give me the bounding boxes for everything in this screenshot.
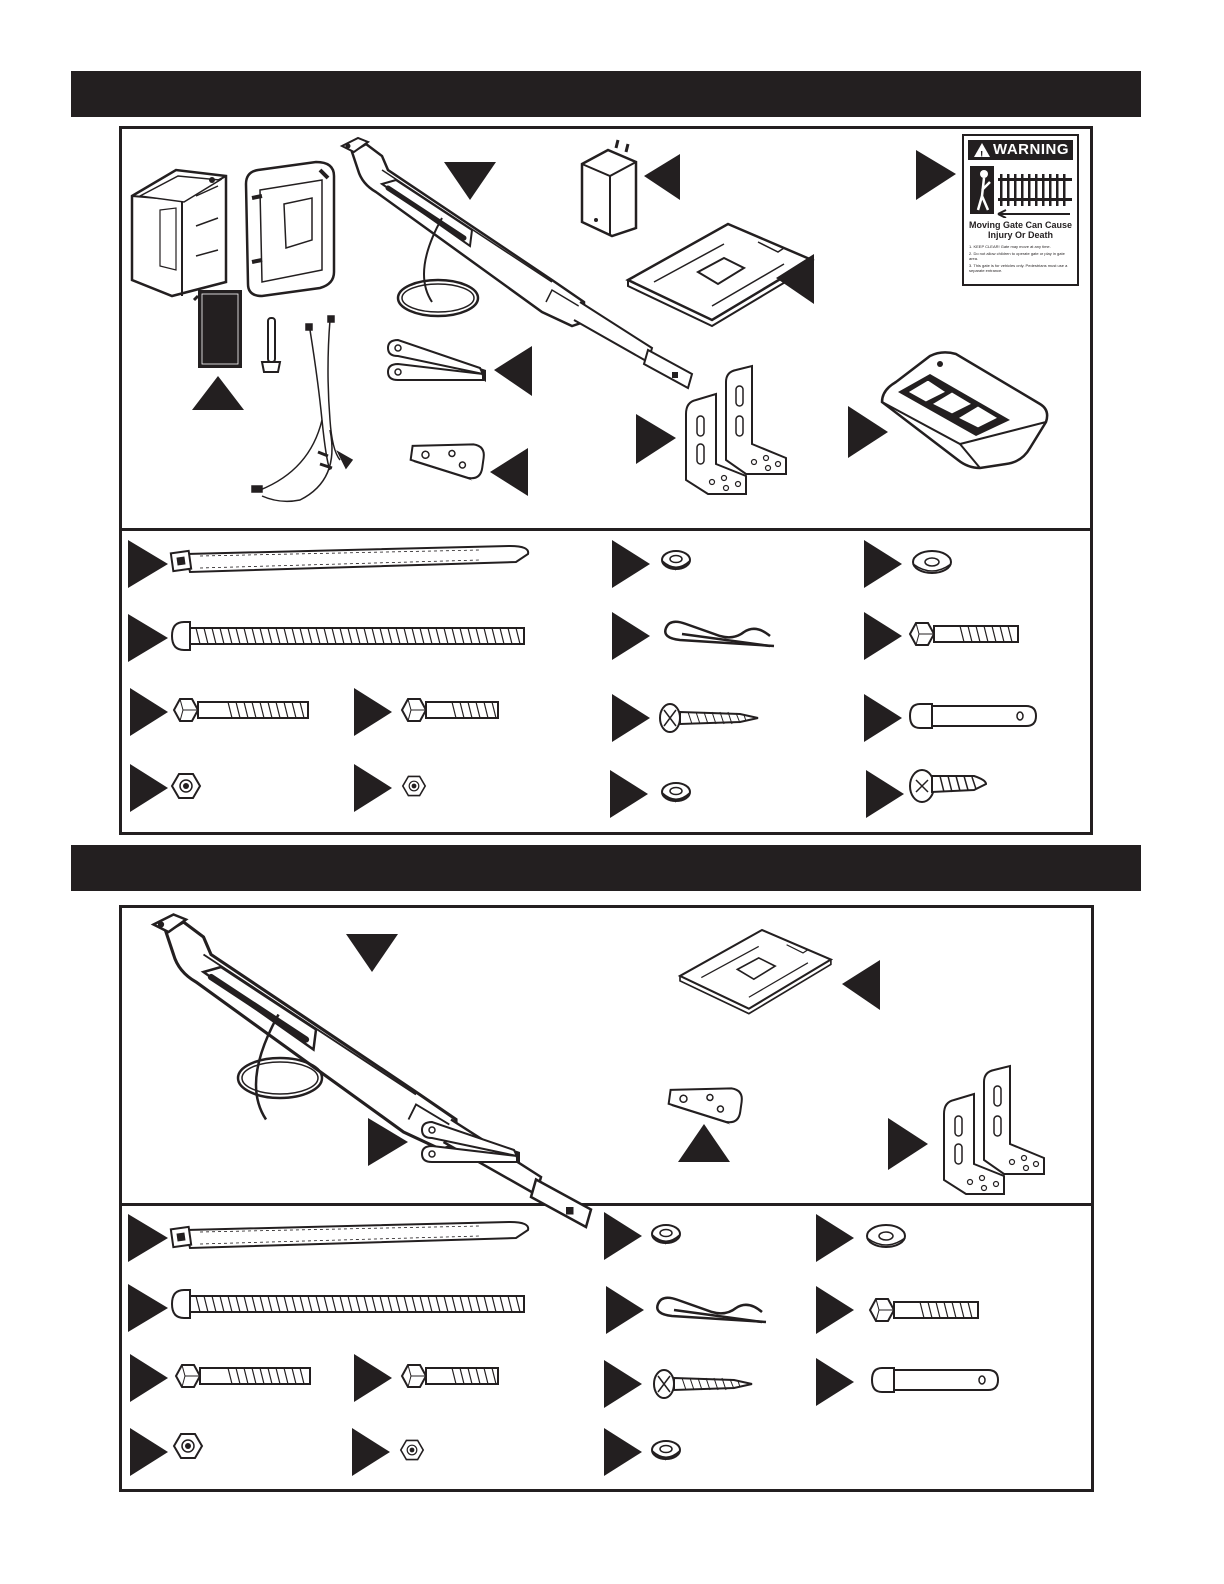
hex-bolt-icon <box>402 699 498 721</box>
lock-washer-icon <box>662 783 690 802</box>
warning-list: 1. KEEP CLEAR! Gate may move at any time… <box>969 244 1074 275</box>
warning-heading-text: WARNING <box>993 141 1069 158</box>
hex-bolt-icon <box>910 623 1018 645</box>
hex-bolt-icon <box>176 1365 310 1387</box>
antenna-icon <box>262 318 280 372</box>
warning-item: 2. Do not allow children to operate gate… <box>969 251 1074 261</box>
lock-washer-icon <box>662 551 690 570</box>
warning-subtitle: Moving Gate Can Cause Injury Or Death <box>966 220 1075 240</box>
hex-nut-icon <box>174 1434 202 1458</box>
callout-arrow-icon <box>128 1212 854 1476</box>
hex-nut-icon <box>401 1440 423 1459</box>
operator-cable-coil-icon <box>238 1058 322 1098</box>
hex-bolt-icon <box>402 1365 498 1387</box>
clevis-bracket-icon <box>388 340 486 382</box>
mounting-plate-icon <box>680 930 831 1014</box>
power-supply-icon <box>582 140 636 236</box>
flat-washer-icon <box>867 1225 905 1247</box>
hitch-pin-icon <box>665 622 774 646</box>
lock-washer-icon <box>652 1225 680 1244</box>
wood-screw-icon <box>660 704 758 732</box>
warning-heading: ! WARNING <box>968 140 1073 160</box>
moving-gate-pictogram-icon <box>970 166 1075 218</box>
operator-cable-coil-icon <box>398 280 478 316</box>
remote-control-icon <box>882 352 1047 468</box>
warning-item: 3. This gate is for vehicles only. Pedes… <box>969 263 1074 273</box>
battery-icon <box>194 290 242 368</box>
clevis-pin-icon <box>910 704 1036 728</box>
hex-bolt-icon <box>174 699 308 721</box>
control-box-cover-icon <box>246 162 334 296</box>
clevis-pin-icon <box>872 1368 998 1392</box>
wood-screw-icon <box>654 1370 752 1398</box>
warning-sign-icon: ! WARNING Moving Gate Can Cause Injury O… <box>962 134 1079 286</box>
carriage-bolt-icon <box>172 622 524 650</box>
callout-arrow-icon <box>128 540 904 818</box>
flat-washer-icon <box>913 551 951 573</box>
warning-item: 1. KEEP CLEAR! Gate may move at any time… <box>969 244 1074 249</box>
gate-bracket-icon <box>667 1080 743 1126</box>
hex-bolt-icon <box>870 1299 978 1321</box>
carriage-bolt-icon <box>172 1290 524 1318</box>
l-bracket-icon <box>944 1066 1044 1194</box>
cable-tie-icon <box>171 1222 528 1248</box>
phillips-screw-icon <box>910 770 986 802</box>
hex-nut-icon <box>403 776 425 795</box>
gate-bracket-icon <box>409 436 485 482</box>
lock-washer-icon <box>652 1441 680 1460</box>
warning-triangle-icon: ! <box>974 143 990 157</box>
l-bracket-icon <box>686 366 786 494</box>
hitch-pin-icon <box>657 1298 766 1322</box>
control-box-icon <box>132 170 226 296</box>
hex-nut-icon <box>172 774 200 798</box>
cable-tie-icon <box>171 546 528 572</box>
